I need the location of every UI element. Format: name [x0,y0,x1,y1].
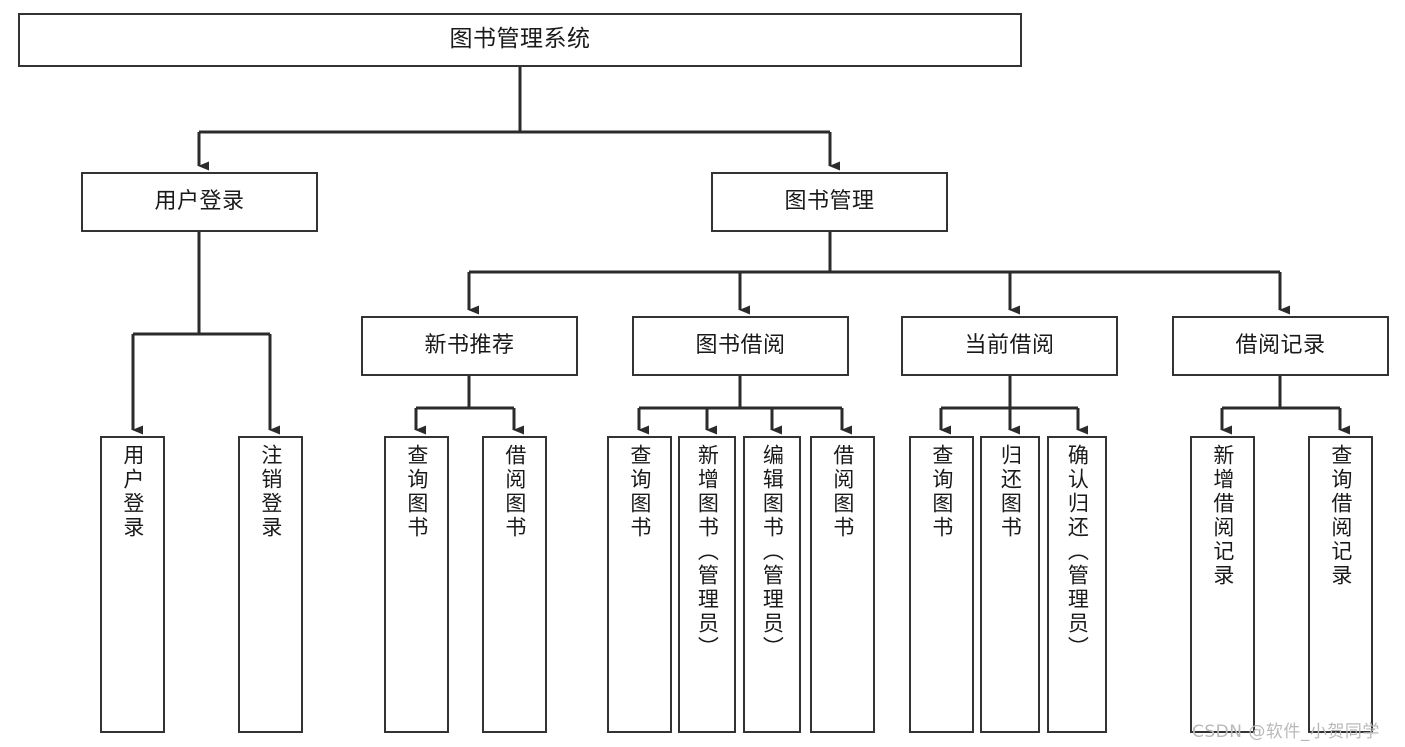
leaf-edit-book-admin[interactable]: 编辑图书（管理员） [743,436,801,733]
node-label: 查询图书 [929,444,954,540]
node-label: 查询借阅记录 [1328,444,1353,588]
leaf-confirm-return-admin[interactable]: 确认归还（管理员） [1047,436,1107,733]
node-label: 新书推荐 [424,333,515,359]
node-label: 图书借阅 [695,333,786,359]
node-label: 注销登录 [258,444,283,540]
watermark-text: CSDN @软件_小贺同学 [1192,722,1380,742]
node-current-borrow[interactable]: 当前借阅 [901,316,1118,376]
node-label: 用户登录 [120,444,145,540]
leaf-query-book-current[interactable]: 查询图书 [909,436,974,733]
node-new-book-recommend[interactable]: 新书推荐 [361,316,578,376]
leaf-user-login[interactable]: 用户登录 [100,436,165,733]
node-label: 当前借阅 [964,333,1055,359]
node-user-login[interactable]: 用户登录 [81,172,318,232]
leaf-add-book-admin[interactable]: 新增图书（管理员） [678,436,736,733]
node-root-system[interactable]: 图书管理系统 [18,13,1022,67]
leaf-query-book-borrow[interactable]: 查询图书 [607,436,672,733]
node-label: 借阅图书 [830,444,855,540]
node-book-management[interactable]: 图书管理 [711,172,948,232]
node-label: 查询图书 [404,444,429,540]
node-label: 借阅图书 [502,444,527,540]
node-label: 归还图书 [998,444,1023,540]
node-label: 查询图书 [627,444,652,540]
leaf-add-borrow-record[interactable]: 新增借阅记录 [1190,436,1255,733]
leaf-query-book-new[interactable]: 查询图书 [384,436,449,733]
leaf-return-book[interactable]: 归还图书 [980,436,1040,733]
node-label: 确认归还（管理员） [1065,444,1090,660]
node-label: 编辑图书（管理员） [760,444,785,660]
node-label: 图书管理系统 [449,26,591,53]
node-label: 图书管理 [784,189,875,215]
node-label: 借阅记录 [1235,333,1326,359]
node-label: 新增图书（管理员） [695,444,720,660]
leaf-borrow-book-new[interactable]: 借阅图书 [482,436,547,733]
leaf-borrow-book[interactable]: 借阅图书 [810,436,875,733]
leaf-user-logout[interactable]: 注销登录 [238,436,303,733]
node-label: 新增借阅记录 [1210,444,1235,588]
node-borrow-record[interactable]: 借阅记录 [1172,316,1389,376]
node-book-borrow[interactable]: 图书借阅 [632,316,849,376]
leaf-query-borrow-record[interactable]: 查询借阅记录 [1308,436,1373,733]
node-label: 用户登录 [154,189,245,215]
